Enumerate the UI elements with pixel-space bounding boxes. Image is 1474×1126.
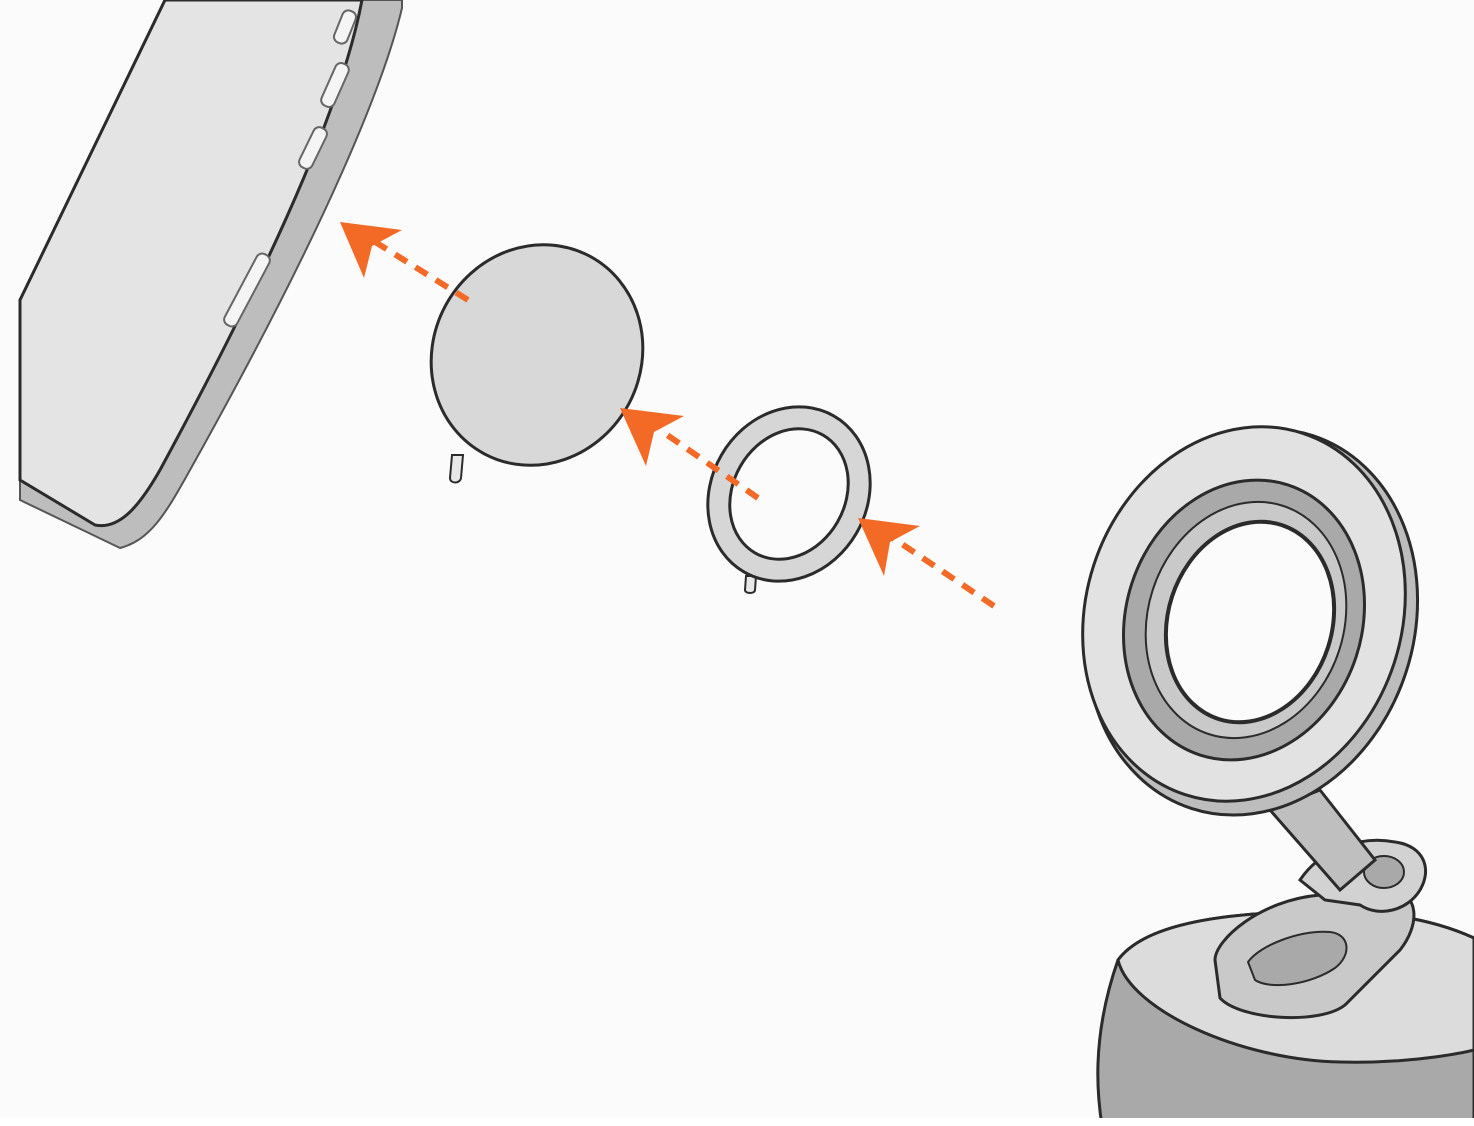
magsafe-mount-illustration bbox=[1035, 384, 1474, 1126]
bottom-edge bbox=[0, 1118, 1474, 1126]
protective-film-disc bbox=[393, 207, 682, 502]
phone-illustration bbox=[20, 0, 402, 548]
magnetic-ring bbox=[676, 377, 901, 611]
arrowhead-icon bbox=[340, 222, 402, 278]
arrow-to-ring bbox=[890, 536, 994, 606]
film-tab bbox=[450, 455, 463, 483]
ring-tab bbox=[745, 576, 756, 593]
